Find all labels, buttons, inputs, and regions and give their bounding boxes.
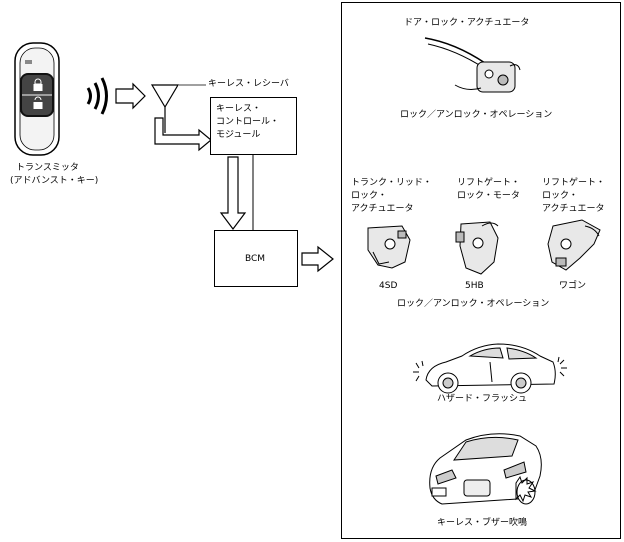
lock-unlock-operation-label-1: ロック／アンロック・オペレーション [400,110,553,120]
liftgate-actuator-image [547,219,601,271]
receiver-label: キーレス・レシーバ [208,79,289,89]
variant-4sd-label: 4SD [379,281,398,291]
lock-unlock-operation-label-2: ロック／アンロック・オペレーション [397,299,550,309]
variant-wagon-label: ワゴン [559,281,587,291]
transmitter-label-line2: (アドバンスト・キー) [10,176,99,186]
trunk-lid-label-line1: トランク・リッド・ [351,178,432,188]
door-lock-actuator-label: ドア・ロック・アクチュエータ [404,18,530,28]
arrow-to-receiver [115,82,146,110]
arrow-to-outputs [301,245,334,273]
control-module-box [210,97,297,155]
liftgate-motor-label-line1: リフトゲート・ [457,178,521,188]
hazard-flash-icon-rear [557,356,567,377]
liftgate-actuator-label-line3: アクチュエータ [542,204,605,214]
liftgate-motor-label-line2: ロック・モータ [457,191,520,201]
control-module-label-line3: モジュール [216,130,261,140]
door-lock-actuator-image [424,37,521,93]
arrow-to-control-module [154,117,212,152]
output-panel-frame [341,2,621,539]
bcm-label: BCM [245,254,266,264]
hazard-flash-label: ハザード・フラッシュ [437,394,528,404]
control-module-label-line1: キーレス・ [216,104,262,114]
liftgate-motor-image [455,221,499,275]
trunk-lid-actuator-image [367,225,411,269]
buzzer-sound-icon [515,475,537,503]
sedan-hazard-image [425,343,556,394]
hazard-flash-icon-front [413,360,424,382]
variant-5hb-label: 5HB [465,281,484,291]
arrow-to-bcm [219,156,247,230]
buzzer-label: キーレス・ブザー吹鳴 [437,518,528,528]
antenna-icon [150,84,206,133]
radio-wave-icon [86,77,108,115]
bcm-box [214,230,298,287]
liftgate-actuator-label-line2: ロック・ [542,191,578,201]
control-module-label-line2: コントロール・ [216,117,280,127]
liftgate-actuator-label-line1: リフトゲート・ [542,178,606,188]
transmitter-label-line1: トランスミッタ [16,163,79,173]
transmitter-key-icon [14,42,60,156]
car-front-buzzer-image [429,433,542,505]
trunk-lid-label-line2: ロック・ [351,191,387,201]
trunk-lid-label-line3: アクチュエータ [351,204,414,214]
